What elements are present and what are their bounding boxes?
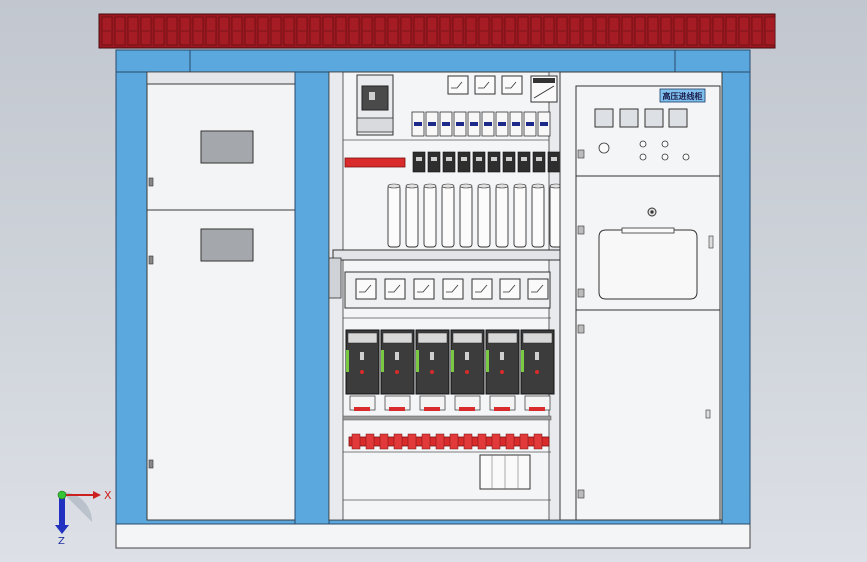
terminal-block <box>463 433 473 450</box>
cabinet-name-label: 高压进线柜 <box>663 91 703 101</box>
terminal-block <box>421 433 431 450</box>
push-button[interactable] <box>682 153 690 161</box>
hinge <box>577 225 585 235</box>
cable-compartment[interactable] <box>575 309 721 521</box>
auxiliary-contactor <box>457 151 471 173</box>
display-window <box>644 108 664 128</box>
auxiliary-contactor <box>412 151 426 173</box>
panel-meter <box>355 278 377 300</box>
pillar <box>721 71 751 525</box>
auxiliary-contactor <box>472 151 486 173</box>
hinge <box>577 324 585 334</box>
terminal-block <box>505 433 515 450</box>
z-axis-label: Z <box>58 536 65 547</box>
terminal-block <box>533 433 543 450</box>
lower-door[interactable] <box>146 209 296 521</box>
bottom-terminal-blocks <box>351 433 543 450</box>
auxiliary-contactor <box>532 151 546 173</box>
lower-door-window <box>200 228 254 262</box>
inspection-window <box>598 229 698 300</box>
indicator-lamp <box>661 153 669 161</box>
hinge <box>148 177 154 187</box>
display-window <box>619 108 639 128</box>
indicator-lamp <box>639 153 647 161</box>
relay-module-row <box>345 329 555 411</box>
indicator-lamp <box>639 140 647 148</box>
terminal-rail-top <box>344 157 406 168</box>
upper-door-window <box>200 130 254 164</box>
panel-meter <box>499 278 521 300</box>
breaker-strip <box>411 111 551 137</box>
roof-tiles <box>101 16 776 46</box>
z-axis-arrow <box>59 497 65 525</box>
indicator-lamp <box>661 140 669 148</box>
panel-meter <box>413 278 435 300</box>
auxiliary-contactor <box>487 151 501 173</box>
left-cabinet <box>146 71 296 521</box>
hinge <box>577 149 585 159</box>
fuse-holder <box>513 184 527 248</box>
terminal-block <box>379 433 389 450</box>
hinge <box>577 288 585 298</box>
fuse-holder <box>495 184 509 248</box>
hinge <box>148 255 154 265</box>
fuse-bank <box>387 183 563 248</box>
auxiliary-contactor <box>442 151 456 173</box>
auxiliary-contactor <box>427 151 441 173</box>
hinge <box>148 459 154 469</box>
selector-switch[interactable] <box>598 142 610 154</box>
axis-origin <box>57 490 67 500</box>
terminal-block <box>393 433 403 450</box>
door-handle[interactable] <box>705 409 711 419</box>
door-handle[interactable] <box>708 235 714 249</box>
terminal-block <box>491 433 501 450</box>
auxiliary-contactor <box>502 151 516 173</box>
terminal-block <box>407 433 417 450</box>
terminal-block <box>351 433 361 450</box>
top-meter-row <box>447 75 523 95</box>
hinge <box>577 489 585 499</box>
mounting-shelf <box>332 249 574 261</box>
panel-meter <box>471 278 493 300</box>
panel-meter <box>527 278 549 300</box>
fuse-holder <box>423 184 437 248</box>
fuse-holder <box>531 184 545 248</box>
panel-meter <box>384 278 406 300</box>
base-plinth <box>115 523 751 549</box>
terminal-block <box>449 433 459 450</box>
auxiliary-contactor <box>547 151 561 173</box>
axis-triad: X Z <box>55 489 112 547</box>
display-window <box>594 108 614 128</box>
fuse-holder <box>441 184 455 248</box>
terminal-block <box>477 433 487 450</box>
low-voltage-bay <box>328 71 574 521</box>
terminal-block <box>365 433 375 450</box>
display-window <box>668 108 688 128</box>
contactor-row <box>412 151 561 173</box>
terminal-block <box>519 433 529 450</box>
fuse-holder <box>387 184 401 248</box>
fuse-holder <box>405 184 419 248</box>
panel-meter <box>501 75 523 95</box>
panel-meter <box>447 75 469 95</box>
fuse-holder <box>477 184 491 248</box>
fuse-holder <box>459 184 473 248</box>
terminal-rail-bottom <box>348 436 550 447</box>
x-axis-label: X <box>104 489 112 502</box>
panel-meter <box>442 278 464 300</box>
panel-meter <box>474 75 496 95</box>
auxiliary-contactor <box>517 151 531 173</box>
middle-meter-row <box>355 278 549 300</box>
cabinet-name-plate <box>659 88 706 103</box>
hv-cabinet: 高压进线柜 <box>559 71 723 521</box>
pillar <box>294 71 330 525</box>
terminal-block <box>435 433 445 450</box>
roof <box>98 13 776 49</box>
